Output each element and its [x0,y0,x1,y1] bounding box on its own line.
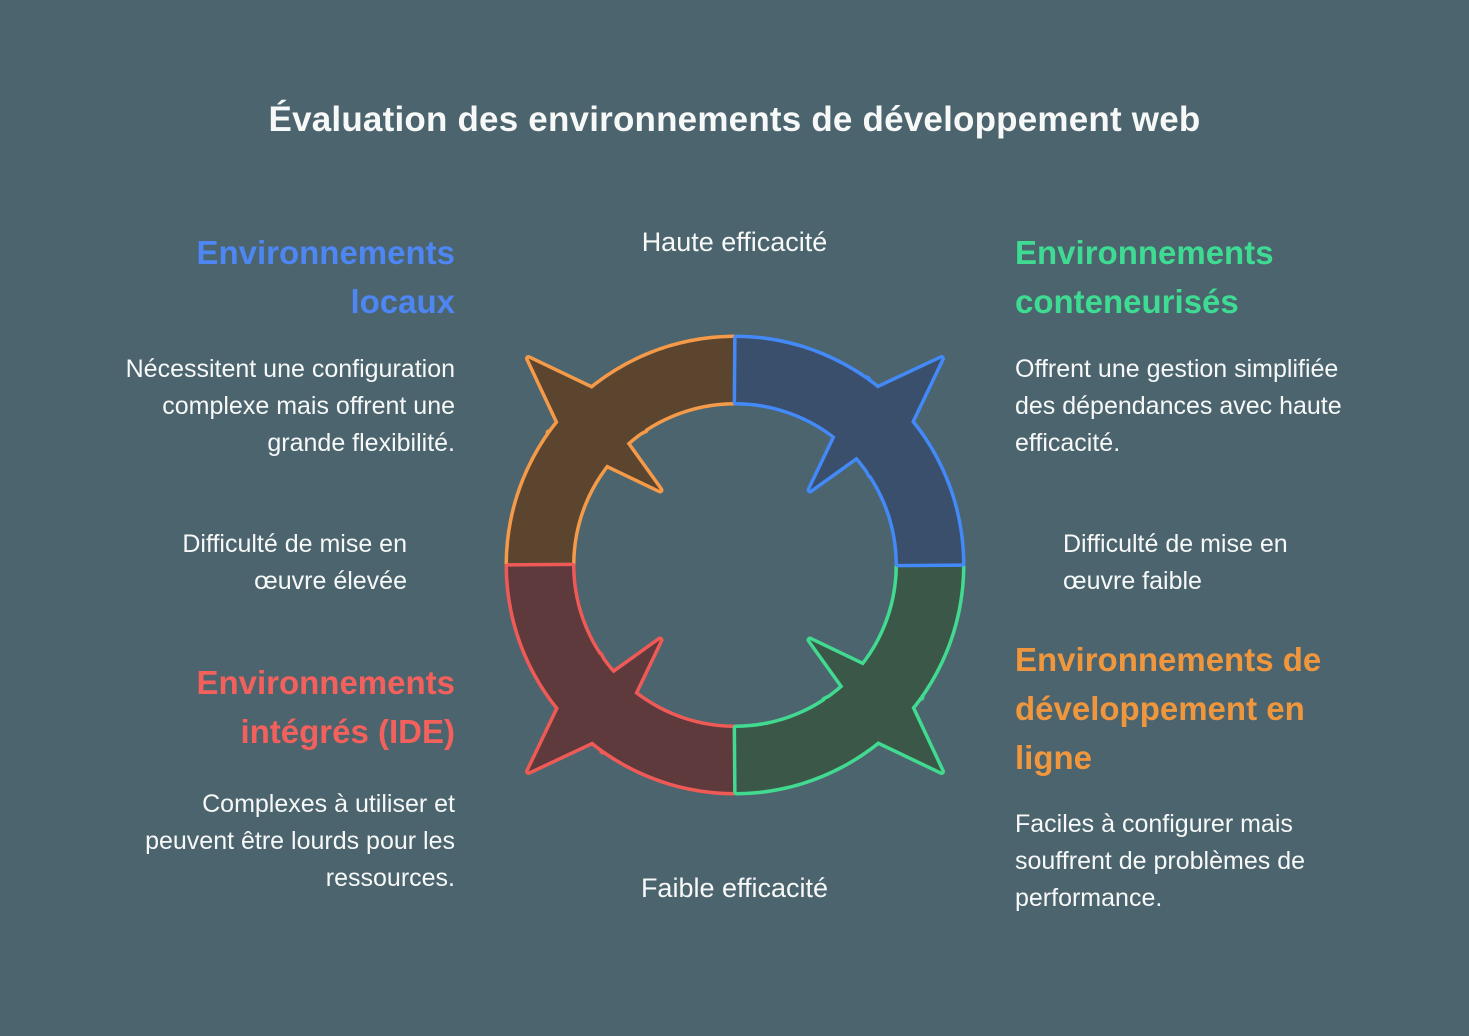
page-title: Évaluation des environnements de dévelop… [268,100,1201,139]
arc-band-fill-top-left [508,338,734,564]
arc-band-fill-bottom-left [508,566,734,792]
arc-arrow-fill-top-left [528,358,660,490]
arc-arrow-fill-bottom-left [528,640,660,772]
label-low-efficiency: Faible efficacité [640,873,829,903]
label-high-efficiency: Haute efficacité [641,227,828,257]
cycle-diagram [504,334,966,796]
arc-arrow-fill-bottom-right [810,640,942,772]
arc-band-fill-top-right [736,338,962,564]
arc-arrow-fill-top-right [810,358,942,490]
arc-band-fill-bottom-right [736,566,962,792]
